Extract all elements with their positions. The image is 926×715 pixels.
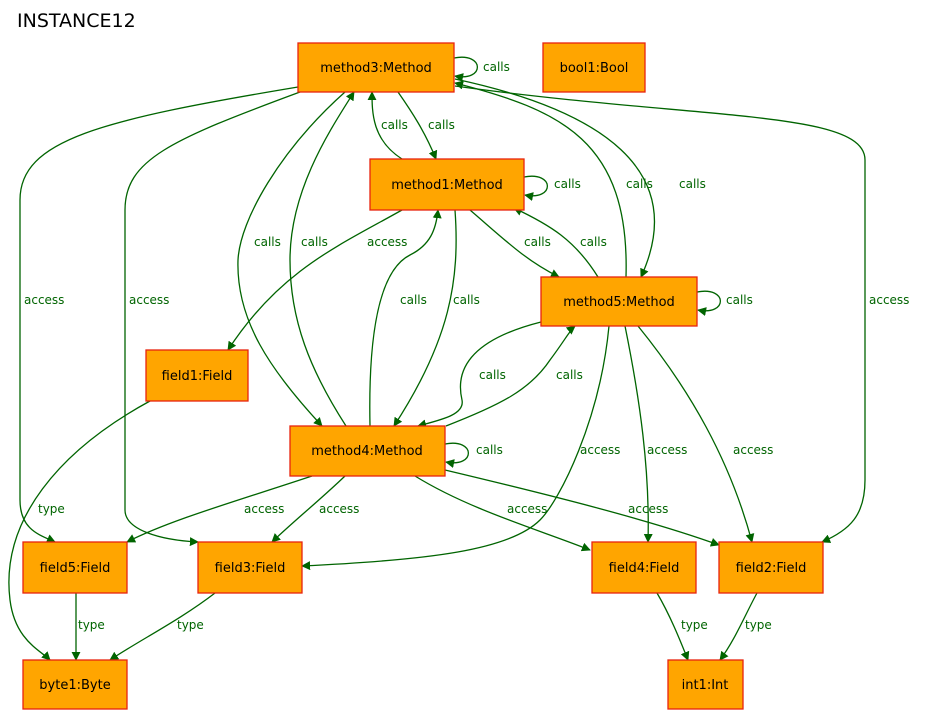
edge-label: access bbox=[367, 235, 407, 249]
node-label: field3:Field bbox=[215, 561, 286, 576]
edge-label: type bbox=[681, 618, 708, 632]
edge-field3-type-byte1 bbox=[109, 592, 216, 661]
edge-label: calls bbox=[626, 177, 653, 191]
node-method3[interactable]: method3:Method bbox=[297, 42, 455, 93]
edge-label: access bbox=[869, 293, 909, 307]
node-label: method1:Method bbox=[391, 178, 503, 193]
node-label: field4:Field bbox=[609, 561, 680, 576]
edge-method3-calls-method3 bbox=[453, 56, 479, 82]
node-field4[interactable]: field4:Field bbox=[591, 541, 697, 594]
node-label: byte1:Byte bbox=[39, 678, 110, 693]
edge-label: calls bbox=[726, 293, 753, 307]
node-label: field5:Field bbox=[40, 561, 111, 576]
node-field3[interactable]: field3:Field bbox=[197, 541, 303, 594]
edge-method1-calls-method3 bbox=[367, 91, 403, 160]
edge-label: type bbox=[38, 502, 65, 516]
edge-labels: calls calls calls calls calls calls call… bbox=[24, 60, 909, 632]
edge-label: type bbox=[177, 618, 204, 632]
edge-method1-calls-method4 bbox=[393, 209, 457, 427]
edge-method1-calls-method5 bbox=[469, 209, 560, 278]
edge-label: calls bbox=[428, 118, 455, 132]
edge-method3-access-field5 bbox=[19, 86, 299, 543]
edge-method3-calls-method4 bbox=[237, 91, 346, 427]
edge-label: calls bbox=[479, 368, 506, 382]
edge-label: type bbox=[78, 618, 105, 632]
edge-method4-calls-method5 bbox=[445, 325, 576, 427]
edge-method5-access-field4 bbox=[624, 325, 653, 543]
node-label: field1:Field bbox=[162, 369, 233, 384]
node-label: field2:Field bbox=[736, 561, 807, 576]
edge-field2-type-int1 bbox=[719, 592, 758, 661]
edge-label: calls bbox=[301, 235, 328, 249]
edge-method3-access-field3 bbox=[124, 91, 301, 547]
node-field1[interactable]: field1:Field bbox=[145, 349, 249, 402]
edge-label: access bbox=[647, 443, 687, 457]
nodes: method3:Method bool1:Bool method1:Method… bbox=[22, 42, 824, 710]
edge-method4-access-field4 bbox=[414, 475, 591, 552]
edge-method4-access-field2 bbox=[444, 469, 720, 547]
node-label: method4:Method bbox=[311, 444, 423, 459]
node-method1[interactable]: method1:Method bbox=[369, 158, 525, 211]
edge-method1-access-field1 bbox=[227, 209, 403, 351]
edge-method5-calls-method5 bbox=[696, 290, 722, 316]
edges bbox=[8, 56, 866, 661]
edge-method5-access-field2 bbox=[637, 325, 755, 543]
edge-label: calls bbox=[556, 368, 583, 382]
node-method4[interactable]: method4:Method bbox=[289, 425, 446, 477]
edge-label: calls bbox=[483, 60, 510, 74]
edge-label: access bbox=[628, 502, 668, 516]
edge-label: calls bbox=[254, 235, 281, 249]
edge-label: calls bbox=[453, 293, 480, 307]
edge-label: calls bbox=[524, 235, 551, 249]
edge-label: access bbox=[733, 443, 773, 457]
edge-method4-calls-method4 bbox=[444, 442, 470, 468]
node-int1[interactable]: int1:Int bbox=[667, 659, 744, 710]
edge-field1-type-byte1 bbox=[8, 400, 151, 661]
node-byte1[interactable]: byte1:Byte bbox=[22, 659, 128, 710]
edge-label: calls bbox=[476, 443, 503, 457]
edge-method3-access-field2 bbox=[454, 85, 866, 543]
edge-method4-calls-method1 bbox=[369, 209, 442, 427]
edge-label: calls bbox=[381, 118, 408, 132]
edge-method5-access-field3 bbox=[301, 325, 610, 571]
edge-method4-access-field5 bbox=[126, 475, 313, 543]
edge-method4-access-field3 bbox=[271, 475, 346, 543]
edge-method4-calls-method3 bbox=[289, 91, 355, 427]
node-label: bool1:Bool bbox=[560, 61, 629, 76]
edge-label: access bbox=[507, 502, 547, 516]
node-field5[interactable]: field5:Field bbox=[22, 541, 128, 594]
edge-label: calls bbox=[580, 235, 607, 249]
edge-label: calls bbox=[400, 293, 427, 307]
edge-label: access bbox=[24, 293, 64, 307]
node-field2[interactable]: field2:Field bbox=[718, 541, 824, 594]
edge-label: calls bbox=[554, 177, 581, 191]
node-label: method5:Method bbox=[563, 295, 675, 310]
edge-label: type bbox=[745, 618, 772, 632]
edge-method5-calls-method1 bbox=[513, 207, 599, 278]
edge-method5-calls-method4 bbox=[417, 321, 542, 429]
edge-method5-calls-method3 bbox=[454, 80, 627, 278]
diagram-title: INSTANCE12 bbox=[17, 10, 136, 32]
edge-label: access bbox=[580, 443, 620, 457]
edge-method3-calls-method1 bbox=[397, 91, 438, 160]
node-method5[interactable]: method5:Method bbox=[540, 276, 698, 327]
edge-label: access bbox=[129, 293, 169, 307]
edge-label: calls bbox=[679, 177, 706, 191]
edge-label: access bbox=[244, 502, 284, 516]
node-bool1[interactable]: bool1:Bool bbox=[542, 42, 646, 93]
edge-label: access bbox=[319, 502, 359, 516]
node-label: method3:Method bbox=[320, 61, 432, 76]
node-label: int1:Int bbox=[682, 678, 729, 693]
edge-method1-calls-method1 bbox=[523, 175, 549, 201]
edge-field4-type-int1 bbox=[656, 592, 690, 661]
